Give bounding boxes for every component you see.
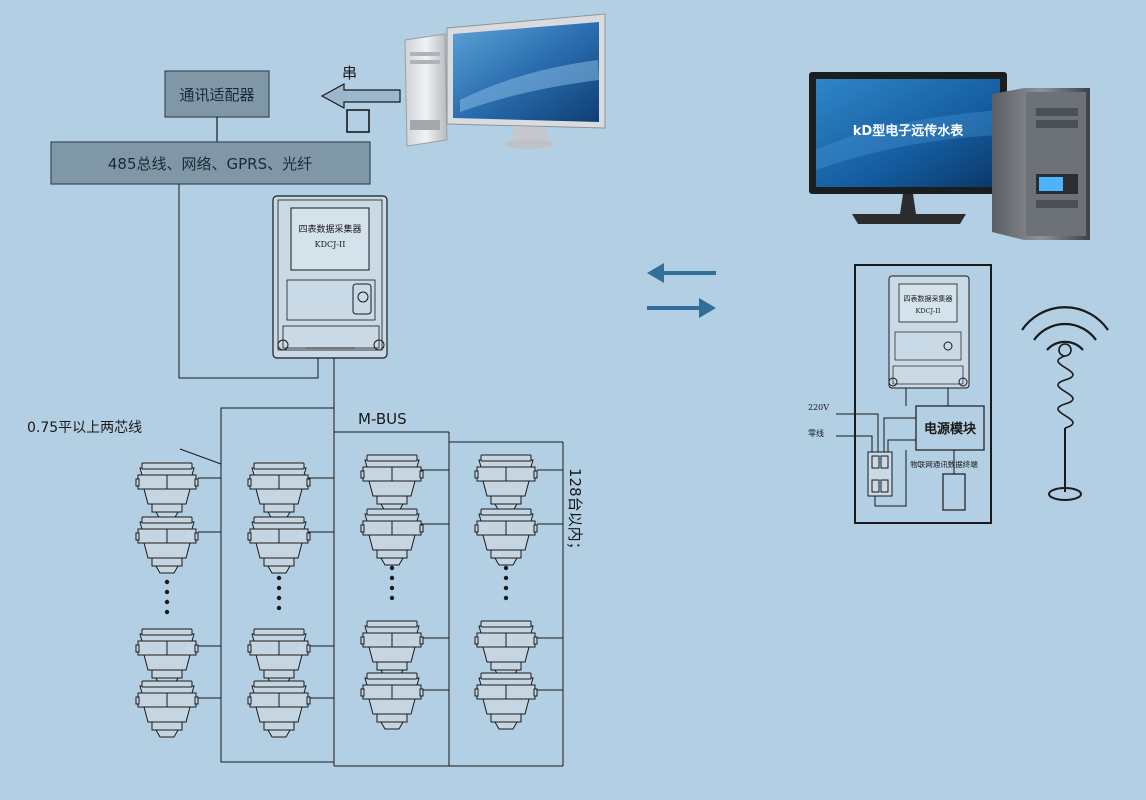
water-meter bbox=[135, 628, 199, 686]
bidirectional-arrows-icon bbox=[647, 263, 716, 318]
water-meter bbox=[135, 516, 199, 574]
water-meter bbox=[247, 628, 311, 686]
water-meter bbox=[474, 508, 538, 566]
screen-title: kD型电子远传水表 bbox=[853, 123, 964, 139]
water-meter bbox=[135, 680, 199, 738]
bus-network-label: 485总线、网络、GPRS、光纤 bbox=[108, 155, 312, 173]
collector-model: KDCJ-II bbox=[315, 240, 346, 249]
panel-wiring bbox=[836, 388, 955, 507]
panel-collector-model: KDCJ-II bbox=[916, 307, 941, 315]
data-collector-device bbox=[272, 195, 388, 359]
capacity-label: 128台以内； bbox=[566, 468, 584, 557]
serial-arrow bbox=[320, 82, 401, 133]
water-meter bbox=[474, 672, 538, 730]
water-meter bbox=[474, 454, 538, 512]
communication-adapter-label: 通讯适配器 bbox=[179, 86, 254, 104]
voltage-label: 220V bbox=[808, 403, 829, 412]
iot-terminal-panel bbox=[854, 264, 992, 524]
power-module-box bbox=[915, 405, 985, 451]
water-meter bbox=[360, 672, 424, 730]
water-meter bbox=[474, 620, 538, 678]
bus-network-box bbox=[50, 141, 371, 185]
antenna-icon bbox=[1021, 306, 1109, 501]
neutral-label: 零线 bbox=[808, 428, 824, 438]
ellipsis-dots bbox=[164, 565, 509, 615]
mbus-label: M-BUS bbox=[358, 410, 407, 428]
water-meter bbox=[135, 462, 199, 520]
power-module-label: 电源模块 bbox=[924, 421, 977, 437]
panel-collector-device bbox=[888, 275, 970, 389]
water-meter bbox=[247, 516, 311, 574]
panel-collector-title: 四表数据采集器 bbox=[904, 294, 953, 303]
circuit-breaker-icon bbox=[867, 451, 893, 497]
collector-title: 四表数据采集器 bbox=[298, 223, 361, 235]
serial-label: 串 bbox=[342, 64, 357, 82]
wire-label: 0.75平以上两芯线 bbox=[27, 420, 142, 436]
communication-adapter-box bbox=[164, 70, 270, 118]
monitoring-computer-icon bbox=[809, 72, 1090, 240]
iot-terminal-label: 物联网通讯数据终端 bbox=[910, 459, 978, 469]
water-meter bbox=[247, 462, 311, 520]
mbus-wiring bbox=[198, 407, 564, 767]
desktop-computer-icon bbox=[404, 13, 606, 149]
water-meter bbox=[360, 620, 424, 678]
iot-terminal-module bbox=[942, 473, 966, 511]
water-meter bbox=[360, 454, 424, 512]
water-meter bbox=[247, 680, 311, 738]
water-meter bbox=[360, 508, 424, 566]
